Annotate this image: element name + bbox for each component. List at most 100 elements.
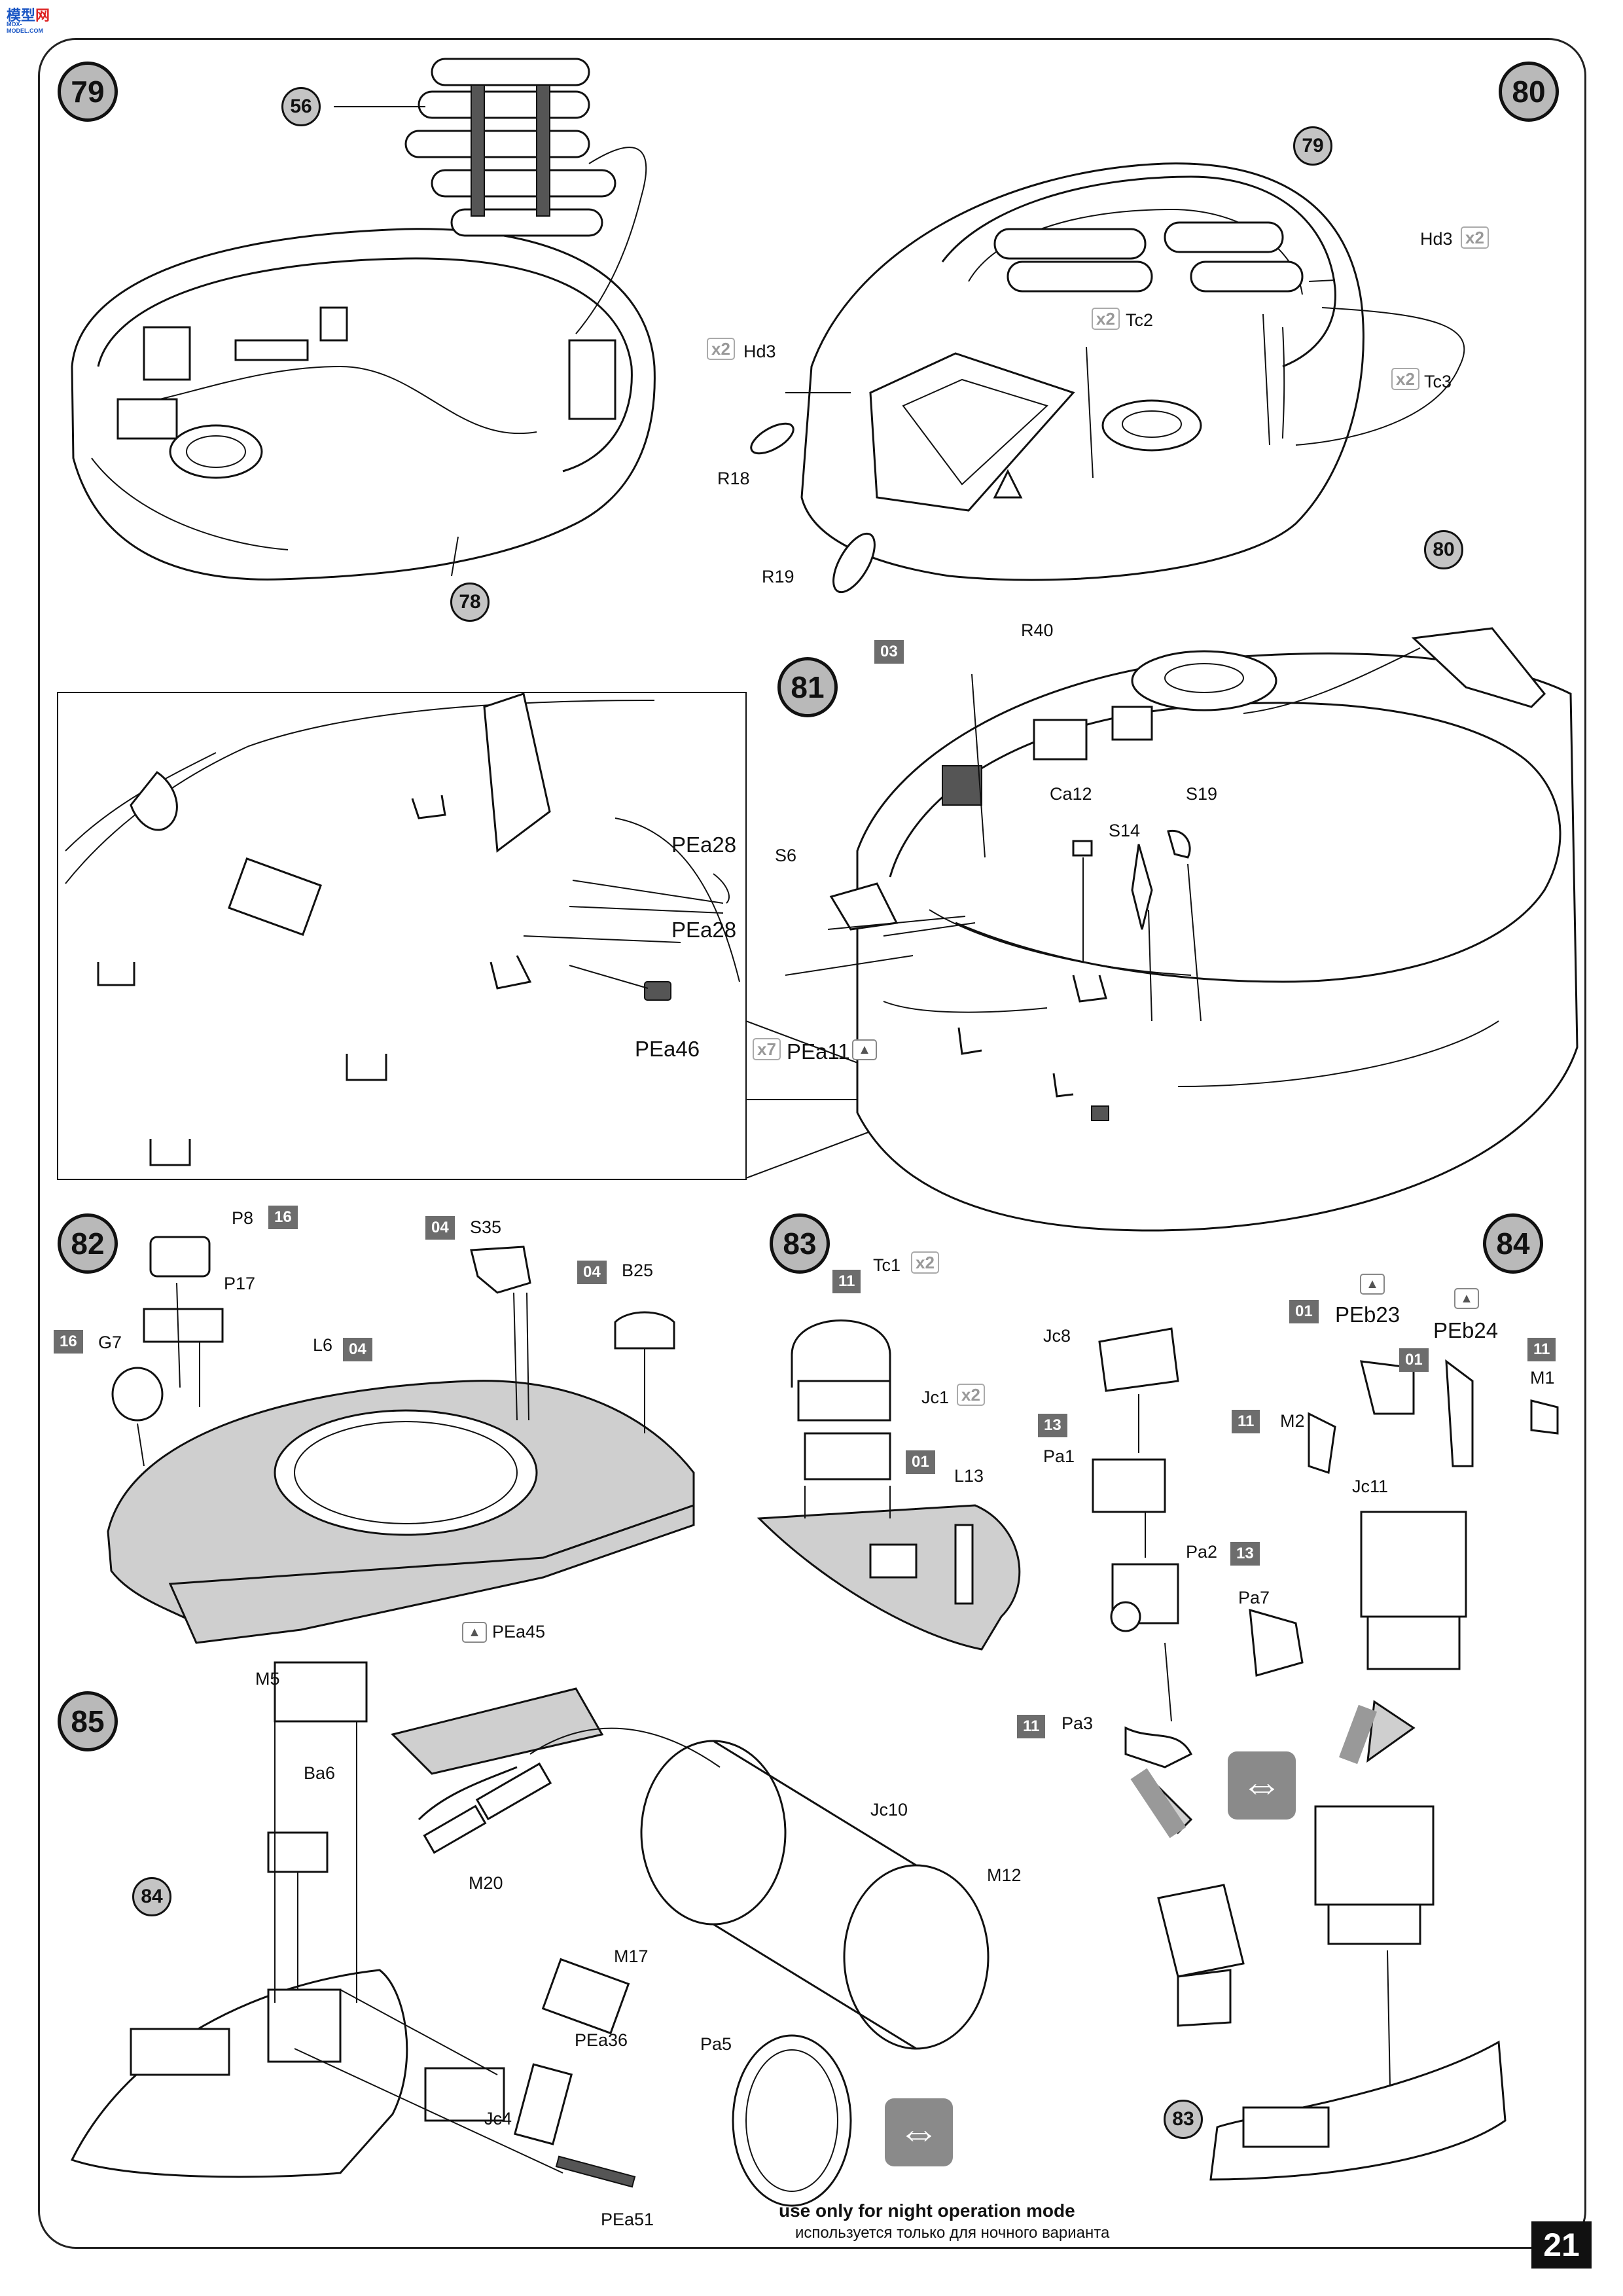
label-l13: L13 bbox=[954, 1466, 984, 1486]
qty-tc1: x2 bbox=[911, 1251, 939, 1274]
label-l6: L6 bbox=[313, 1335, 333, 1355]
ref-78: 78 bbox=[450, 583, 490, 622]
qty-tc2: x2 bbox=[1092, 308, 1120, 330]
step-number-80: 80 bbox=[1499, 62, 1559, 122]
label-tc1: Tc1 bbox=[873, 1255, 901, 1275]
sprue-04-l6: 04 bbox=[343, 1338, 372, 1361]
night-mode-note-ru: используется только для ночного варианта bbox=[795, 2224, 1110, 2242]
site-logo: 模型网 MOX-MODEL.COM bbox=[7, 7, 50, 34]
label-m12: M12 bbox=[987, 1865, 1022, 1885]
label-jc8: Jc8 bbox=[1043, 1326, 1071, 1346]
label-jc1: Jc1 bbox=[921, 1388, 950, 1407]
ref-80: 80 bbox=[1424, 530, 1463, 569]
qty-jc1: x2 bbox=[957, 1384, 985, 1406]
label-hd3-right: Hd3 bbox=[1420, 229, 1453, 249]
label-pa7: Pa7 bbox=[1238, 1588, 1270, 1607]
photo-etch-icon-pea45: ▲ bbox=[462, 1622, 487, 1643]
label-jc4: Jc4 bbox=[484, 2109, 512, 2128]
step-number-83: 83 bbox=[770, 1213, 830, 1274]
step-number-82: 82 bbox=[58, 1213, 118, 1274]
label-b25: B25 bbox=[622, 1261, 654, 1280]
label-r19: R19 bbox=[762, 567, 794, 586]
label-m2: M2 bbox=[1280, 1411, 1305, 1431]
ref-56: 56 bbox=[281, 87, 321, 126]
label-r40: R40 bbox=[1021, 620, 1054, 640]
label-jc10: Jc10 bbox=[870, 1800, 908, 1820]
label-ca12: Ca12 bbox=[1050, 784, 1092, 804]
sprue-16-g7: 16 bbox=[54, 1330, 83, 1354]
alternate-version-icon-night: ⇔ bbox=[885, 2098, 953, 2166]
label-m20: M20 bbox=[469, 1873, 503, 1893]
label-s14: S14 bbox=[1109, 821, 1141, 840]
sprue-01-peb24: 01 bbox=[1399, 1348, 1429, 1372]
ref-84: 84 bbox=[132, 1877, 171, 1916]
label-pa3: Pa3 bbox=[1061, 1713, 1094, 1733]
label-r18: R18 bbox=[717, 469, 750, 488]
sprue-01-peb23: 01 bbox=[1289, 1300, 1319, 1323]
label-peb23: PEb23 bbox=[1335, 1302, 1400, 1327]
step-82-drawing bbox=[107, 1236, 695, 1644]
label-pea11: PEa11 bbox=[787, 1039, 850, 1064]
label-g7: G7 bbox=[98, 1333, 122, 1352]
label-m5: M5 bbox=[255, 1669, 280, 1689]
page-frame bbox=[38, 38, 1586, 2249]
step-84-drawing bbox=[1092, 1327, 1559, 2181]
sprue-11-pa3: 11 bbox=[1017, 1715, 1046, 1738]
qty-hd3-right: x2 bbox=[1461, 226, 1489, 249]
label-pea51: PEa51 bbox=[601, 2210, 654, 2229]
alternate-version-icon: ⇔ bbox=[1228, 1751, 1296, 1820]
label-s35: S35 bbox=[470, 1217, 502, 1237]
label-jc11: Jc11 bbox=[1352, 1477, 1389, 1496]
photo-etch-icon-peb23: ▲ bbox=[1360, 1274, 1385, 1295]
sprue-03: 03 bbox=[874, 640, 904, 664]
label-hd3-left: Hd3 bbox=[743, 342, 776, 361]
label-pea28-top: PEa28 bbox=[671, 833, 737, 857]
step-number-81: 81 bbox=[777, 657, 838, 717]
label-pea45: PEa45 bbox=[492, 1622, 546, 1641]
label-tc3: Tc3 bbox=[1424, 372, 1452, 391]
step-81-drawing bbox=[57, 627, 1578, 1232]
label-s6: S6 bbox=[775, 846, 797, 865]
label-p8: P8 bbox=[232, 1208, 254, 1228]
label-tc2: Tc2 bbox=[1126, 310, 1154, 330]
sprue-11-m2: 11 bbox=[1232, 1410, 1260, 1433]
sprue-11-tc1: 11 bbox=[832, 1270, 861, 1293]
sprue-16-p8: 16 bbox=[268, 1206, 298, 1229]
label-pea28-bottom: PEa28 bbox=[671, 918, 737, 942]
step-number-85: 85 bbox=[58, 1691, 118, 1751]
step-80-drawing bbox=[750, 162, 1465, 594]
label-p17: P17 bbox=[224, 1274, 256, 1293]
night-mode-note-en: use only for night operation mode bbox=[779, 2200, 1075, 2221]
step-79-drawing bbox=[71, 58, 656, 581]
label-pea36: PEa36 bbox=[575, 2030, 628, 2050]
label-m17: M17 bbox=[614, 1946, 649, 1966]
label-ba6: Ba6 bbox=[304, 1763, 336, 1783]
photo-etch-icon: ▲ bbox=[852, 1039, 877, 1060]
ref-83: 83 bbox=[1164, 2100, 1203, 2139]
step-number-79: 79 bbox=[58, 62, 118, 122]
label-peb24: PEb24 bbox=[1433, 1318, 1499, 1342]
step-number-84: 84 bbox=[1483, 1213, 1543, 1274]
label-m1: M1 bbox=[1530, 1368, 1555, 1388]
sprue-04-s35: 04 bbox=[425, 1216, 455, 1240]
label-pa5: Pa5 bbox=[700, 2034, 732, 2054]
step-83-drawing bbox=[757, 1319, 1021, 1651]
sprue-04-b25: 04 bbox=[577, 1261, 607, 1284]
guide-arrows bbox=[1130, 1704, 1378, 1839]
label-pea46: PEa46 bbox=[635, 1037, 700, 1061]
label-s19: S19 bbox=[1186, 784, 1218, 804]
sprue-13-pa1: 13 bbox=[1038, 1414, 1067, 1437]
sprue-01-l13: 01 bbox=[906, 1450, 935, 1474]
sprue-13-pa2: 13 bbox=[1230, 1542, 1260, 1566]
qty-pea11: x7 bbox=[753, 1038, 781, 1060]
photo-etch-icon-peb24: ▲ bbox=[1454, 1288, 1479, 1309]
sprue-11-m1: 11 bbox=[1527, 1338, 1556, 1361]
step-85-drawing bbox=[70, 1661, 990, 2207]
ref-79: 79 bbox=[1293, 126, 1332, 166]
qty-hd3-left: x2 bbox=[707, 338, 735, 360]
qty-tc3: x2 bbox=[1391, 368, 1419, 390]
label-pa1: Pa1 bbox=[1043, 1446, 1075, 1466]
label-pa2: Pa2 bbox=[1186, 1542, 1218, 1562]
